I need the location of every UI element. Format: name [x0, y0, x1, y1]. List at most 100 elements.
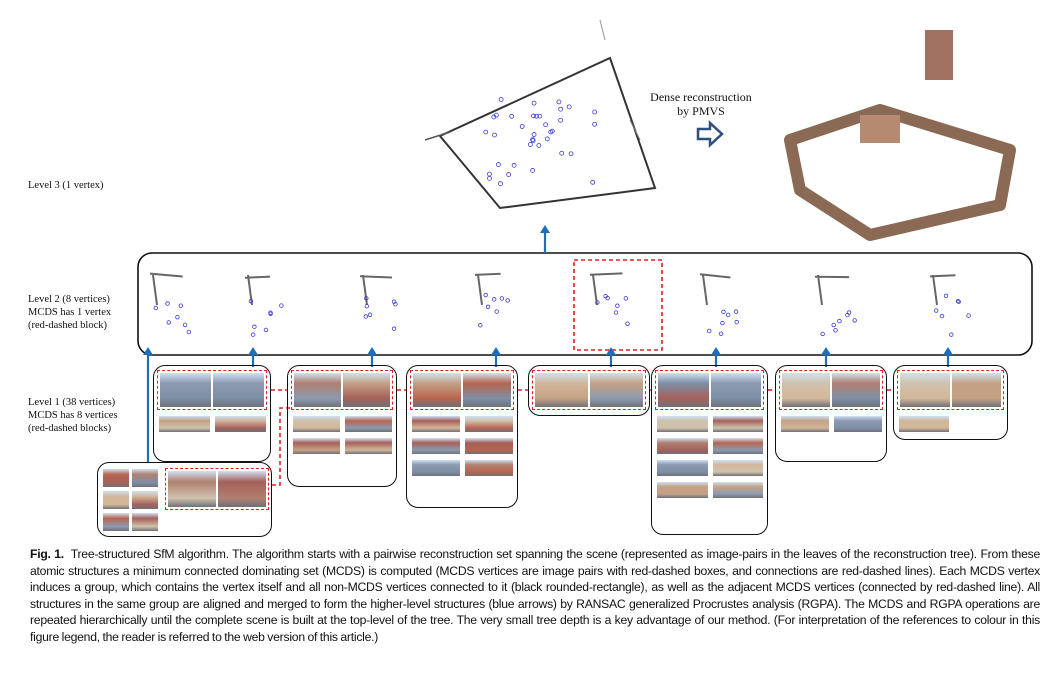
image-thumbnail — [711, 459, 764, 477]
camera-marker — [934, 308, 939, 313]
camera-marker — [178, 303, 184, 308]
image-thumbnail — [464, 459, 514, 477]
camera-marker — [534, 113, 539, 119]
level1-group-box — [651, 365, 768, 535]
image-thumbnail — [131, 468, 159, 488]
arrow-head-icon — [540, 225, 550, 233]
arrow-head-icon — [943, 347, 953, 355]
image-thumbnail — [217, 470, 267, 508]
level1-label-line: MCDS has 8 vertices — [28, 410, 118, 421]
camera-marker — [595, 300, 600, 305]
image-thumbnail — [950, 372, 1002, 408]
camera-marker — [718, 331, 724, 336]
level2-point-cloud — [814, 274, 850, 306]
camera-marker — [966, 313, 971, 318]
pmvs-arrow-icon — [696, 120, 724, 148]
camera-marker — [364, 296, 369, 301]
image-thumbnail — [711, 437, 764, 455]
image-thumbnail — [464, 437, 514, 455]
image-thumbnail — [411, 459, 461, 477]
arrow-head-icon — [143, 347, 153, 355]
image-thumbnail — [464, 415, 514, 433]
image-thumbnail — [831, 372, 881, 408]
image-thumbnail — [293, 372, 342, 408]
camera-marker — [166, 320, 171, 325]
camera-marker — [556, 99, 562, 105]
image-thumbnail — [214, 415, 267, 433]
camera-marker — [186, 329, 192, 335]
camera-marker — [707, 328, 712, 334]
image-thumbnail — [102, 490, 130, 510]
image-thumbnail — [102, 468, 130, 488]
level1-group-box — [893, 365, 1008, 440]
camera-marker — [536, 143, 542, 148]
level2-point-cloud — [929, 274, 956, 306]
level2-point-cloud — [359, 274, 393, 306]
camera-marker — [955, 298, 961, 304]
camera-marker — [492, 132, 497, 138]
level3-label: Level 3 (1 vertex) — [28, 180, 104, 191]
point-cloud-edge — [424, 131, 451, 141]
camera-marker — [363, 314, 368, 319]
image-thumbnail — [131, 512, 159, 532]
image-thumbnail — [159, 372, 212, 408]
camera-marker — [530, 168, 536, 173]
dense-reconstruction-label: Dense reconstruction by PMVS — [642, 90, 760, 118]
level2-group-box — [137, 252, 1033, 356]
image-thumbnail — [589, 372, 644, 408]
camera-marker — [530, 137, 535, 143]
camera-marker — [603, 293, 608, 299]
mcds-image-pair — [779, 370, 883, 410]
camera-marker — [250, 332, 256, 337]
arrow-head-icon — [248, 347, 258, 355]
camera-marker — [956, 299, 961, 304]
image-thumbnail — [292, 437, 341, 455]
camera-marker — [279, 303, 284, 308]
mcds-image-pair — [655, 370, 764, 410]
camera-marker — [248, 298, 254, 304]
image-thumbnail — [158, 415, 211, 433]
camera-marker — [478, 323, 483, 328]
image-thumbnail — [534, 372, 589, 408]
camera-marker — [506, 172, 512, 177]
image-thumbnail — [833, 415, 883, 433]
camera-marker — [544, 136, 550, 142]
camera-marker — [623, 296, 629, 301]
camera-marker — [182, 322, 188, 328]
image-thumbnail — [657, 372, 710, 408]
arrow-head-icon — [821, 347, 831, 355]
camera-marker — [733, 309, 739, 314]
image-thumbnail — [411, 437, 461, 455]
point-cloud-edge — [599, 19, 606, 41]
camera-marker — [391, 326, 397, 331]
camera-marker — [485, 304, 491, 310]
image-thumbnail — [656, 481, 709, 499]
level1-group-box — [97, 462, 272, 537]
camera-marker — [364, 303, 370, 309]
image-thumbnail — [344, 437, 393, 455]
camera-marker — [721, 309, 726, 315]
camera-marker — [720, 320, 725, 326]
arrow-head-icon — [711, 347, 721, 355]
image-thumbnail — [780, 415, 830, 433]
camera-marker — [820, 331, 825, 337]
mcds-connection — [272, 407, 290, 486]
camera-marker — [592, 121, 598, 127]
image-thumbnail — [899, 372, 951, 408]
mcds-image-pair — [410, 370, 514, 410]
camera-marker — [558, 117, 564, 123]
figure-graphics — [137, 19, 1033, 486]
camera-marker — [531, 113, 536, 119]
level1-group-box — [153, 365, 271, 462]
level1-group-box — [406, 365, 518, 508]
figure-caption: Fig. 1. Tree-structured SfM algorithm. T… — [30, 546, 1040, 645]
point-cloud-edge — [629, 119, 641, 141]
image-thumbnail — [711, 481, 764, 499]
image-thumbnail — [709, 372, 762, 408]
image-thumbnail — [344, 415, 393, 433]
camera-marker — [487, 175, 492, 181]
camera-marker — [263, 327, 269, 333]
dense-reconstruction — [784, 104, 1016, 241]
image-thumbnail — [898, 415, 950, 433]
image-thumbnail — [167, 470, 217, 508]
